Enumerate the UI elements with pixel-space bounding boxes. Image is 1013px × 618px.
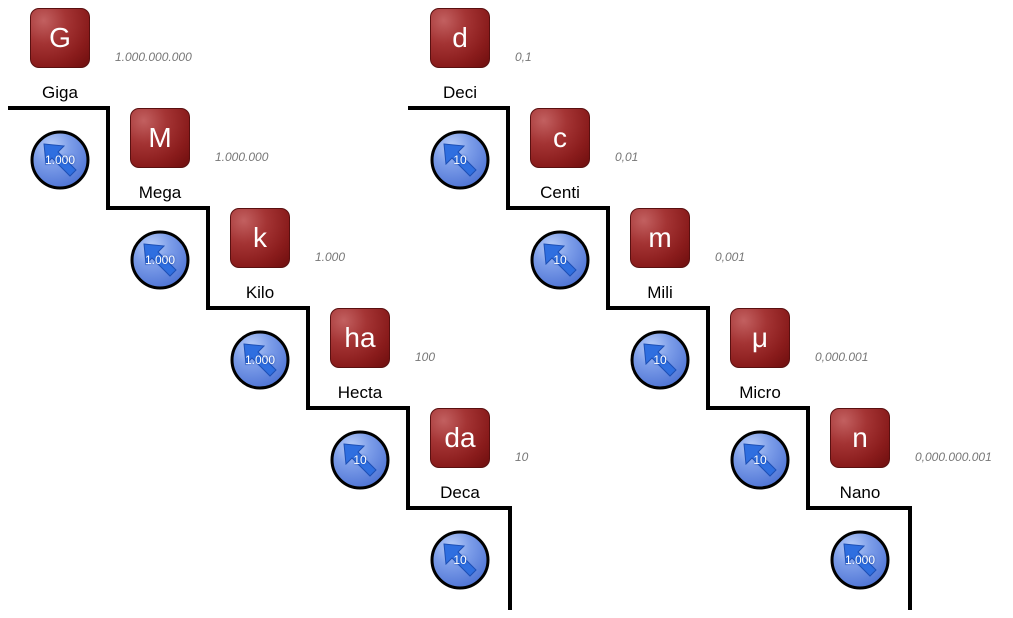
prefix-symbol-box: G [30,8,90,68]
prefix-symbol: c [553,122,567,153]
prefix-symbol-box: d [430,8,490,68]
prefix-value: 0,1 [515,50,532,64]
step-factor-value: 1.000 [844,553,876,567]
prefix-name: Centi [540,183,580,202]
arrow-up-left-icon [830,530,890,590]
step-factor-badge: 1.000 [230,330,290,390]
arrow-up-left-icon [30,130,90,190]
prefix-symbol-box: n [830,408,890,468]
prefix-symbol-box: μ [730,308,790,368]
step-factor-badge: 10 [730,430,790,490]
arrow-up-left-icon [430,130,490,190]
prefix-value: 1.000.000.000 [115,50,192,64]
prefix-symbol-box: M [130,108,190,168]
step-factor-badge: 10 [330,430,390,490]
prefix-symbol: da [444,422,476,453]
prefix-name: Deca [440,483,480,502]
step-factor-value: 1.000 [144,253,176,267]
prefix-value: 0,01 [615,150,639,164]
prefix-name: Nano [839,483,881,502]
step-factor-value: 1.000 [244,353,276,367]
step-factor-value: 10 [753,453,767,467]
prefix-name: Mega [138,183,182,202]
staircase-submultiples [408,106,912,610]
prefix-value: 1.000 [315,250,346,264]
prefix-name: Micro [739,383,781,402]
prefix-name: Kilo [245,283,275,302]
prefix-name: Mili [647,283,673,302]
prefix-symbol: n [852,422,868,453]
prefix-name: Giga [42,83,78,102]
prefix-name: Hecta [337,383,383,402]
step-factor-badge: 10 [430,130,490,190]
prefix-symbol: k [253,222,267,253]
step-factor-value: 1.000 [44,153,76,167]
step-factor-value: 10 [353,453,367,467]
arrow-up-left-icon [330,430,390,490]
prefix-symbol: G [49,22,71,53]
prefix-name: Deci [442,83,477,102]
step-factor-badge: 1.000 [830,530,890,590]
prefix-symbol: m [648,222,672,253]
staircase-multiples [8,106,512,610]
step-factor-value: 10 [453,153,467,167]
prefix-symbol-box: ha [330,308,390,368]
step-factor-badge: 10 [430,530,490,590]
arrow-up-left-icon [730,430,790,490]
step-factor-value: 10 [453,553,467,567]
prefix-symbol: ha [344,322,376,353]
prefix-value: 0,000.001 [815,350,869,364]
prefix-value: 100 [415,350,436,364]
arrow-up-left-icon [530,230,590,290]
step-factor-value: 10 [653,353,667,367]
prefix-symbol-box: k [230,208,290,268]
step-factor-badge: 1.000 [30,130,90,190]
arrow-up-left-icon [130,230,190,290]
prefix-symbol-box: m [630,208,690,268]
prefix-value: 10 [515,450,529,464]
prefix-symbol: d [452,22,468,53]
prefix-symbol-box: c [530,108,590,168]
prefix-value: 0,001 [715,250,746,264]
prefix-symbol: M [148,122,172,153]
step-factor-value: 10 [553,253,567,267]
prefix-symbol-box: da [430,408,490,468]
prefix-symbol: μ [751,322,769,353]
prefix-value: 1.000.000 [215,150,269,164]
prefix-value: 0,000.000.001 [915,450,992,464]
step-factor-badge: 10 [630,330,690,390]
step-factor-badge: 10 [530,230,590,290]
arrow-up-left-icon [230,330,290,390]
arrow-up-left-icon [630,330,690,390]
arrow-up-left-icon [430,530,490,590]
step-factor-badge: 1.000 [130,230,190,290]
